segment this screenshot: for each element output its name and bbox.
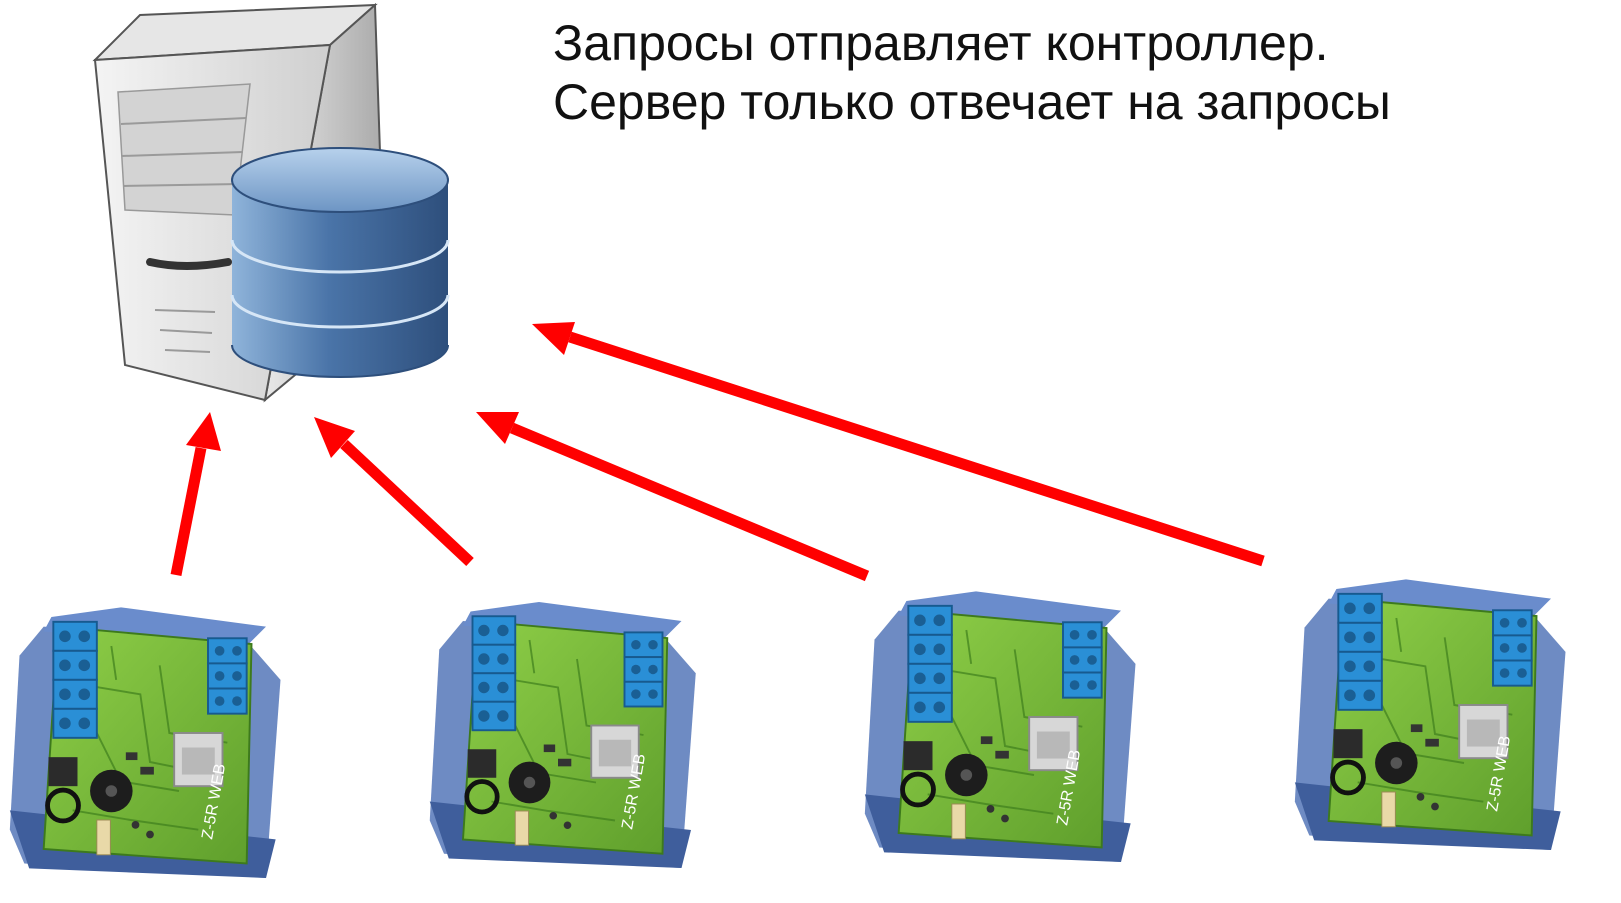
controller-3: Z-5R WEB: [865, 591, 1136, 862]
controller-2: Z-5R WEB: [430, 602, 696, 868]
database-icon: [230, 147, 450, 378]
caption-line-1: Запросы отправляет контроллер.: [553, 15, 1329, 71]
arrow-controller-3: [476, 412, 870, 582]
controller-4: Z-5R WEB: [1295, 579, 1566, 850]
request-arrows: [170, 322, 1265, 582]
arrow-controller-4: [532, 322, 1265, 567]
arrow-controller-1: [170, 412, 221, 577]
caption-line-2: Сервер только отвечает на запросы: [553, 74, 1391, 130]
arrow-controller-2: [314, 417, 474, 567]
controller-1: Z-5R WEB: [10, 607, 281, 878]
caption: Запросы отправляет контроллер. Сервер то…: [553, 14, 1391, 132]
